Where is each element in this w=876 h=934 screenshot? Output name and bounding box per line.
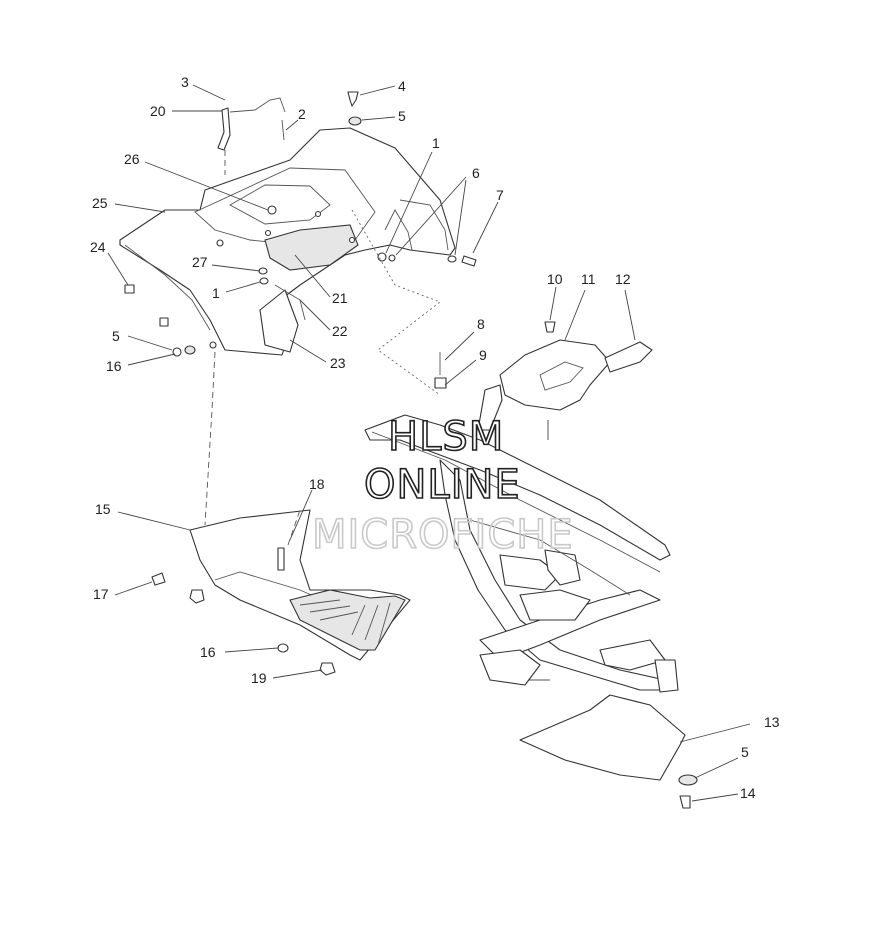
callout-8: 8 bbox=[477, 316, 485, 332]
callout-16-lower: 16 bbox=[200, 644, 216, 660]
callout-24: 25 bbox=[92, 195, 108, 211]
watermark: HLSM ONLINE MICROFICHE bbox=[311, 413, 574, 559]
leader-lines bbox=[107, 84, 751, 802]
callout-3: 3 bbox=[181, 74, 189, 90]
callout-25: 26 bbox=[124, 151, 140, 167]
callout-9: 9 bbox=[479, 347, 487, 363]
callout-4: 4 bbox=[398, 78, 406, 94]
callout-22: 20 bbox=[150, 103, 166, 119]
callout-1-left: 1 bbox=[212, 285, 220, 301]
seat-latch-parts bbox=[434, 321, 653, 411]
callout-18: 18 bbox=[309, 476, 325, 492]
footrest-splash-guard bbox=[151, 509, 411, 676]
rear-fender-assembly bbox=[119, 91, 477, 357]
skid-plate bbox=[519, 694, 698, 809]
callout-5-bottom: 5 bbox=[741, 744, 749, 760]
callout-7: 7 bbox=[496, 187, 504, 203]
callout-13: 13 bbox=[764, 714, 780, 730]
callout-27: 19 bbox=[251, 670, 267, 686]
callout-5-top: 5 bbox=[398, 108, 406, 124]
callout-17: 17 bbox=[93, 586, 109, 602]
connector-lines bbox=[204, 150, 441, 546]
watermark-line-2: ONLINE bbox=[364, 462, 521, 508]
callout-16-upper: 16 bbox=[106, 358, 122, 374]
callout-labels: 3 20 2 4 5 1 6 7 26 25 24 27 1 21 22 23 … bbox=[90, 74, 780, 801]
callout-26: 27 bbox=[192, 254, 208, 270]
callout-2: 2 bbox=[298, 106, 306, 122]
callout-6: 6 bbox=[472, 165, 480, 181]
callout-15: 15 bbox=[95, 501, 111, 517]
callout-23: 24 bbox=[90, 239, 106, 255]
callout-12: 12 bbox=[615, 271, 631, 287]
watermark-line-3: MICROFICHE bbox=[312, 512, 574, 558]
callout-14: 14 bbox=[740, 785, 756, 801]
watermark-line-1: HLSM bbox=[388, 414, 504, 460]
callout-5-left: 5 bbox=[112, 328, 120, 344]
callout-20: 22 bbox=[332, 323, 348, 339]
callout-19: 21 bbox=[332, 290, 348, 306]
callout-21: 23 bbox=[330, 355, 346, 371]
callout-11: 11 bbox=[581, 271, 596, 287]
callout-10: 10 bbox=[547, 271, 563, 287]
chassis-frame bbox=[364, 384, 679, 693]
callout-1-right: 1 bbox=[432, 135, 440, 151]
